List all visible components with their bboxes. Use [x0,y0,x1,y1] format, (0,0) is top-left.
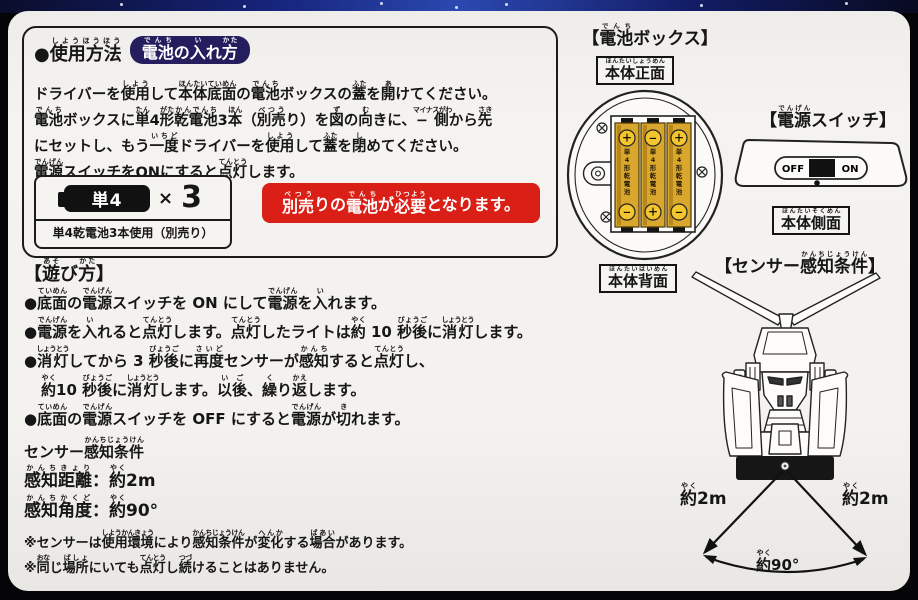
usage-heading: ●使用方法しようほうほう [34,37,122,65]
play-instruction: ●電源でんげんを入いれると点灯てんとうします。点灯てんとうしたライトは約やく 1… [24,316,532,341]
battery-box-title: 【電池でんちボックス】 [582,22,718,49]
battery-count-row: 単4 × 3 [36,177,230,221]
usage-line: ドライバーを使用しようして本体底面ほんたいていめんの電池でんちボックスの蓋ふたを… [34,80,497,103]
battery-size-label: 単4 [91,190,123,211]
angle-label: 約やく90° [756,549,800,574]
off-label: OFF [782,164,804,175]
starry-sky-strip [0,0,918,13]
indicator-dot [814,180,820,186]
usage-section: ●使用方法しようほうほう 電池でんちの入いれ方かた ドライバーを使用しようして本… [22,26,558,258]
gundam-bust-illustration [691,271,881,574]
footnote: ※同おなじ場所ばしょにいても点灯てんとうし続つづけることはありません。 [24,554,335,576]
play-heading: 【遊あそび方かた】 [24,257,114,285]
power-switch-diagram: OFF ON [734,138,908,187]
play-section: 【遊あそび方かた】 ●底面ていめんの電源でんげんスイッチを ON にして電源でん… [24,257,664,579]
batteries-sold-separately-badge: 別売べつうりの電池でんちが必要ひつようとなります。 [262,183,540,223]
angle-arc [703,555,867,574]
battery-insert-badge: 電池でんちの入いれ方かた [129,36,250,64]
unit-front-label: 本体正面ほんたいしょうめん [596,56,675,85]
play-instruction: ●底面ていめんの電源でんげんスイッチを ON にして電源でんげんを入いれます。 [24,287,387,312]
usage-line: にセットし、もう一度いちどドライバーを使用しようして蓋ふたを閉しめてください。 [34,132,468,155]
sensor-distance: 感知距離かんちきょり：約やく2m [24,464,156,491]
multiply-sign: × [158,187,174,209]
range-label-left: 約やく2m [680,482,727,509]
usage-instructions: ドライバーを使用しようして本体底面ほんたいていめんの電池でんちボックスの蓋ふたを… [34,80,550,184]
range-label-right: 約やく2m [842,482,889,509]
unit-side-label: 本体側面ほんたいそくめん [772,206,851,235]
power-switch-title: 【電源でんげんスイッチ】 [760,104,896,131]
usage-heading-row: ●使用方法しようほうほう 電池でんちの入いれ方かた [34,36,250,64]
switch-knob [809,159,835,177]
svg-text:＋: ＋ [622,133,632,145]
play-instruction: 約やく10 秒後びょうごに消灯しょうとうします。以後いご、繰くり返かえします。 [41,374,366,399]
svg-text:＋: ＋ [674,133,684,145]
svg-text:−: − [675,208,683,219]
footnotes: ※センサーは使用環境しようかんきょうにより感知条件かんちじょうけんが変化へんかす… [24,529,664,579]
battery-count: 3 [181,180,202,215]
aaa-battery-icon: 単4 [58,184,151,212]
play-instruction: ●底面ていめんの電源でんげんスイッチを OFF にすると電源でんげんが切きれます… [24,403,410,428]
on-label: ON [842,164,859,175]
instruction-card: ●使用方法しようほうほう 電池でんちの入いれ方かた ドライバーを使用しようして本… [8,11,910,591]
usage-line: 電池でんちボックスに単たん4形がた乾電池かんでんち3本ほん（別売べつうり）を図ず… [34,106,493,129]
unit-back-label: 本体背面ほんたいはいめん [599,264,678,293]
sensor-conditions-heading: センサー感知条件かんちじょうけん [24,436,145,461]
footnote: ※センサーは使用環境しようかんきょうにより感知条件かんちじょうけんが変化へんかす… [24,529,413,551]
play-instruction: ●消灯しょうとうしてから 3 秒後びょうごに再度さいどセンサーが感知かんちすると… [24,345,434,370]
range-arrows [702,470,868,557]
sensor-range-title: 【センサー感知条件かんちじょうけん】 [715,250,885,277]
svg-text:＋: ＋ [648,207,658,219]
antenna-left [691,271,784,326]
battery-spec-box: 単4 × 3 単4乾電池3本使用（別売り） [34,175,232,249]
battery-caption: 単4乾電池3本使用（別売り） [52,226,214,240]
screw-icons [596,122,708,223]
sensor-angle: 感知角度かんちかくど：約やく90° [24,494,159,521]
svg-text:−: − [623,208,631,219]
svg-text:−: − [649,134,657,145]
